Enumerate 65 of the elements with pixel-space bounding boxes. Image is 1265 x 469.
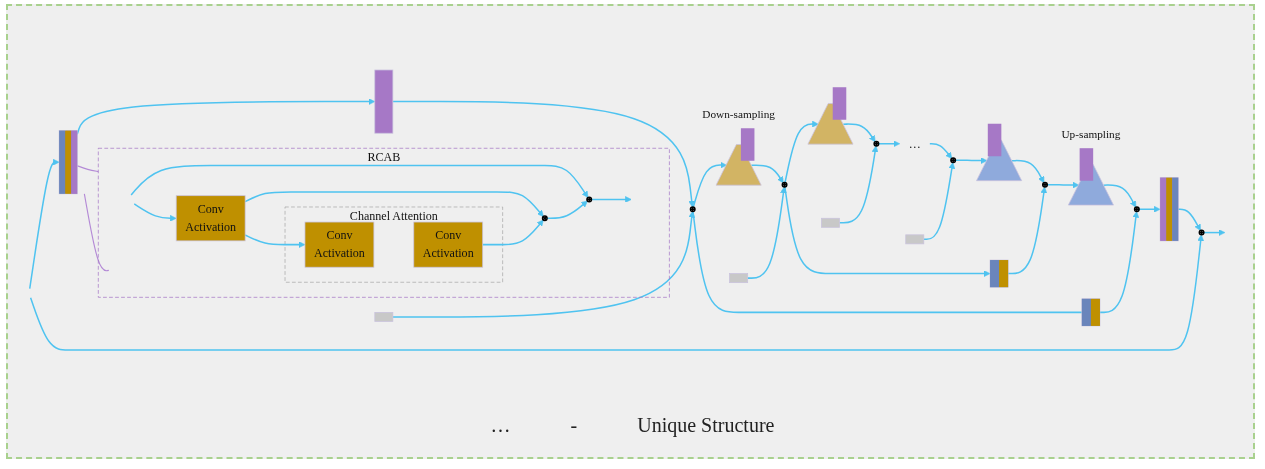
down-sampling-block bbox=[715, 128, 762, 186]
connector-line bbox=[83, 193, 110, 272]
arrow bbox=[929, 143, 953, 159]
input-feature-box bbox=[374, 312, 394, 322]
arrow bbox=[838, 145, 879, 224]
sum-node bbox=[873, 140, 880, 147]
ellipsis-text: … bbox=[908, 137, 921, 150]
arrow bbox=[1102, 184, 1137, 208]
skip-conv-block bbox=[989, 259, 1009, 288]
layer-stack bbox=[1159, 177, 1179, 242]
input-feature-box bbox=[821, 217, 840, 228]
connector-line bbox=[76, 165, 99, 173]
conv-layer-bar bbox=[374, 69, 394, 134]
multiply-node bbox=[541, 215, 548, 222]
down-sampling-block bbox=[807, 87, 854, 145]
arrow bbox=[1007, 186, 1048, 275]
arrow bbox=[923, 162, 956, 241]
arrow bbox=[1011, 159, 1045, 184]
conv-activation-block: Conv Activation bbox=[175, 195, 246, 242]
arrow bbox=[28, 158, 60, 290]
sum-node bbox=[781, 181, 788, 188]
arrow bbox=[244, 191, 544, 217]
arrow bbox=[546, 200, 588, 220]
arrow bbox=[133, 203, 177, 222]
conv-activation-block: Conv Activation bbox=[304, 221, 375, 268]
arrow bbox=[784, 120, 819, 184]
note-text: Unique Structure bbox=[637, 414, 775, 437]
note-text: … bbox=[490, 414, 511, 437]
input-feature-box bbox=[729, 273, 749, 283]
arrow bbox=[692, 161, 727, 208]
arrow bbox=[1138, 205, 1161, 213]
block-caption: Down-sampling bbox=[702, 108, 775, 121]
arrow bbox=[1177, 208, 1201, 231]
arrow bbox=[130, 164, 589, 198]
sum-node bbox=[586, 196, 593, 203]
arrow bbox=[954, 157, 988, 164]
note-text: - bbox=[570, 414, 578, 437]
sum-node bbox=[950, 157, 957, 164]
arrow bbox=[29, 234, 1204, 351]
arrow bbox=[392, 211, 696, 318]
sum-node bbox=[1042, 181, 1048, 188]
arrow bbox=[244, 234, 306, 248]
arrow bbox=[750, 164, 784, 184]
arrow bbox=[76, 98, 376, 135]
up-sampling-block bbox=[1067, 148, 1114, 206]
arrow bbox=[392, 100, 696, 208]
up-sampling-block bbox=[976, 123, 1023, 181]
arrow bbox=[590, 196, 632, 203]
arrow bbox=[746, 186, 787, 279]
sum-node bbox=[1133, 206, 1140, 213]
arrow bbox=[784, 186, 991, 277]
skip-conv-block bbox=[1081, 298, 1101, 327]
connector-line bbox=[692, 210, 1083, 314]
layer-stack bbox=[58, 130, 78, 195]
arrow bbox=[481, 219, 544, 246]
sum-node bbox=[1198, 229, 1205, 236]
arrow bbox=[877, 140, 900, 148]
arrow bbox=[1099, 211, 1140, 314]
arrow bbox=[1046, 181, 1080, 189]
block-caption: Up-sampling bbox=[1061, 128, 1121, 141]
arrow bbox=[842, 123, 876, 143]
input-feature-box bbox=[905, 234, 925, 245]
arrow bbox=[1203, 229, 1226, 236]
conv-activation-block: Conv Activation bbox=[413, 221, 484, 268]
sum-node bbox=[689, 206, 696, 213]
